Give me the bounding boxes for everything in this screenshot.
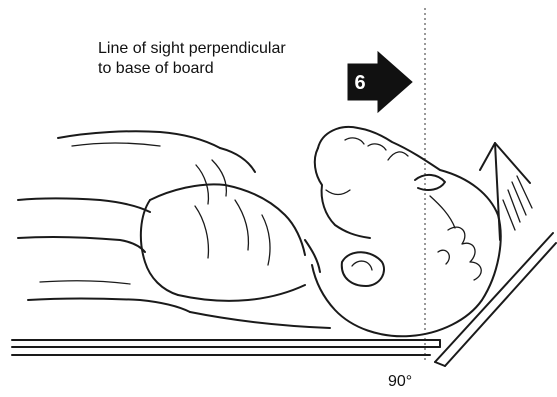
measuring-board [12,340,440,355]
angle-label: 90° [388,373,412,390]
step-marker-arrow: 6 [348,52,412,112]
step-number: 6 [354,72,365,94]
infant-figure [18,127,501,336]
headboard [435,143,556,366]
caption-line-1: Line of sight perpendicular [98,40,286,57]
caption-line-2: to base of board [98,60,214,77]
